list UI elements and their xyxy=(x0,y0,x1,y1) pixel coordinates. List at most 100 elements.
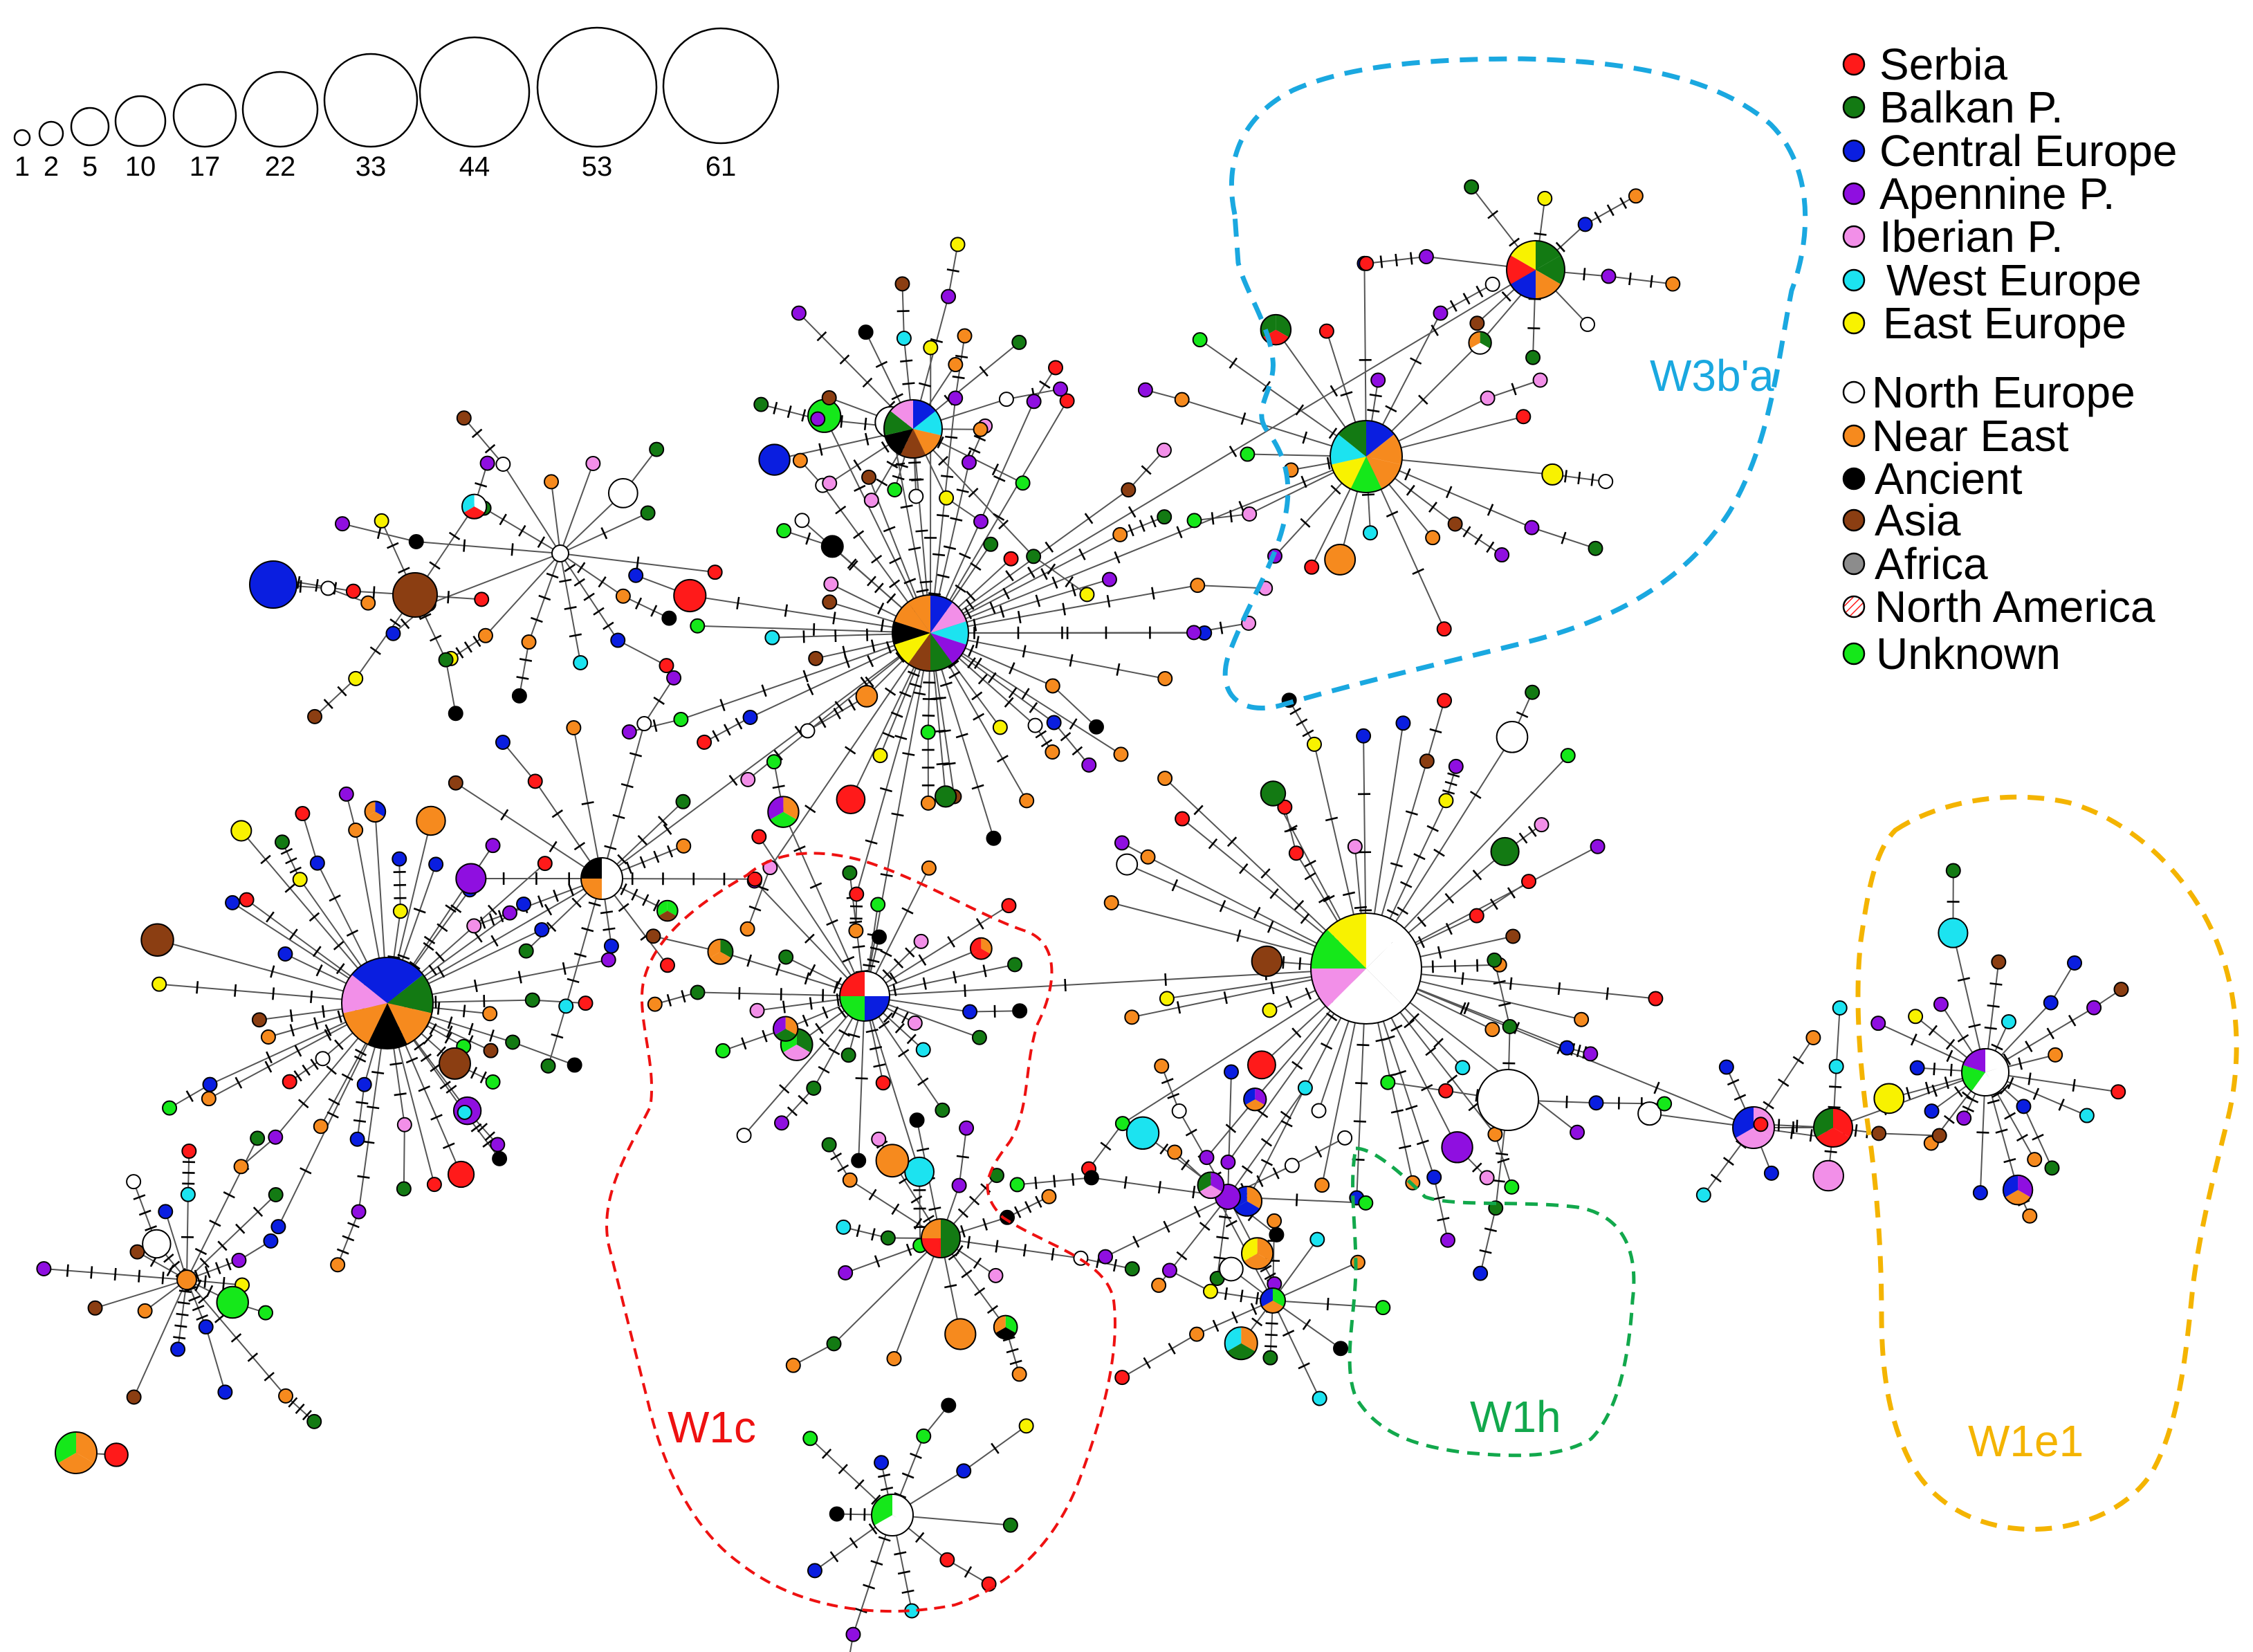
mutation-tick xyxy=(1576,1045,1581,1058)
mutation-tick xyxy=(871,554,883,564)
mutation-tick xyxy=(1410,357,1422,365)
haplotype-node xyxy=(971,1029,987,1045)
haplotype-node xyxy=(1161,1263,1177,1278)
node-circle xyxy=(251,1012,267,1028)
mutation-tick xyxy=(559,578,572,583)
haplotype-node xyxy=(2001,1013,2016,1029)
haplotype-node xyxy=(1027,717,1043,733)
mutation-tick xyxy=(845,746,856,755)
mutation-tick xyxy=(832,612,836,625)
mutation-tick xyxy=(443,1142,455,1150)
mutation-tick xyxy=(870,946,883,952)
node-circle xyxy=(485,838,501,854)
node-circle xyxy=(1490,836,1520,867)
mutation-tick xyxy=(387,955,401,960)
haplotype-node xyxy=(802,1431,818,1447)
haplotype-node xyxy=(578,995,594,1011)
haplotype-node xyxy=(1440,1232,1455,1248)
mutation-tick xyxy=(728,775,738,786)
mutation-tick xyxy=(849,1537,858,1549)
node-circle xyxy=(2043,995,2059,1011)
node-slice xyxy=(770,811,797,827)
mutation-tick xyxy=(879,787,892,793)
haplotype-node xyxy=(126,1174,142,1190)
node-circle xyxy=(1484,1022,1500,1038)
haplotype-node xyxy=(1260,1287,1286,1314)
mutation-tick xyxy=(1047,563,1056,575)
node-circle xyxy=(959,1120,975,1136)
mutation-tick xyxy=(138,1209,151,1216)
node-circle xyxy=(1242,506,1258,522)
node-circle xyxy=(749,1002,765,1018)
mutation-tick xyxy=(830,1153,843,1161)
haplotype-node xyxy=(1009,1177,1025,1193)
mutation-tick xyxy=(463,641,472,653)
node-circle xyxy=(747,871,763,887)
mutation-tick xyxy=(1475,1089,1479,1102)
mutation-tick xyxy=(840,415,843,428)
mutation-tick xyxy=(804,933,815,944)
network-edge xyxy=(1388,1081,1446,1092)
haplotype-node xyxy=(1243,1087,1267,1112)
network-edge xyxy=(617,639,667,667)
node-circle xyxy=(537,856,553,872)
mutation-tick xyxy=(948,1251,959,1261)
node-circle xyxy=(1018,1418,1034,1434)
mutation-tick xyxy=(2046,1027,2054,1040)
mutation-tick xyxy=(1437,1217,1450,1222)
node-circle xyxy=(448,706,463,722)
node-circle xyxy=(1718,1059,1734,1075)
node-circle xyxy=(875,1144,910,1178)
node-circle xyxy=(1001,898,1017,914)
network-edge xyxy=(1835,1007,1841,1067)
haplotype-node xyxy=(334,516,350,532)
node-circle xyxy=(822,594,838,610)
haplotype-node xyxy=(1991,954,2007,970)
node-circle xyxy=(773,1115,789,1131)
haplotype-node xyxy=(998,392,1014,407)
mutation-tick xyxy=(329,894,341,902)
mutation-tick xyxy=(90,1266,93,1279)
haplotype-node xyxy=(140,923,174,957)
haplotype-node xyxy=(505,1034,521,1050)
node-circle xyxy=(1007,957,1023,973)
haplotype-node xyxy=(1002,1517,1018,1533)
node-circle xyxy=(1447,516,1463,532)
mutation-tick xyxy=(260,854,271,865)
haplotype-node xyxy=(1001,898,1017,914)
node-outline xyxy=(1260,1287,1286,1314)
mutation-tick xyxy=(573,841,586,851)
node-slice xyxy=(351,957,387,1003)
network-edge xyxy=(1033,556,1088,596)
mutation-tick xyxy=(779,1084,790,1094)
mutation-tick xyxy=(430,634,442,642)
mutation-tick xyxy=(1143,1357,1151,1369)
haplotype-node xyxy=(521,634,537,650)
mutation-tick xyxy=(2016,1134,2028,1142)
node-circle xyxy=(457,1104,472,1120)
node-circle xyxy=(1151,1277,1167,1293)
mutation-tick xyxy=(1009,1359,1022,1366)
haplotype-node xyxy=(1297,1080,1313,1096)
haplotype-node xyxy=(455,863,487,894)
mutation-tick xyxy=(1628,273,1632,286)
haplotype-node xyxy=(610,632,626,648)
haplotype-node xyxy=(466,918,482,934)
mutation-tick xyxy=(867,958,880,964)
mutation-tick xyxy=(357,1175,370,1179)
network-edge xyxy=(1169,1269,1211,1292)
mutation-tick xyxy=(113,1267,117,1281)
mutation-tick xyxy=(945,435,958,439)
node-circle xyxy=(909,1112,925,1128)
haplotype-node xyxy=(439,1047,471,1080)
mutation-tick xyxy=(497,910,504,923)
mutation-tick xyxy=(1302,729,1314,737)
node-circle xyxy=(645,928,661,944)
node-circle xyxy=(849,886,865,902)
node-circle xyxy=(610,632,626,648)
node-circle xyxy=(1262,1002,1278,1018)
node-circle xyxy=(1956,1110,1972,1126)
node-circle xyxy=(1933,996,1949,1012)
node-circle xyxy=(1832,1000,1848,1016)
node-circle xyxy=(1157,509,1173,525)
